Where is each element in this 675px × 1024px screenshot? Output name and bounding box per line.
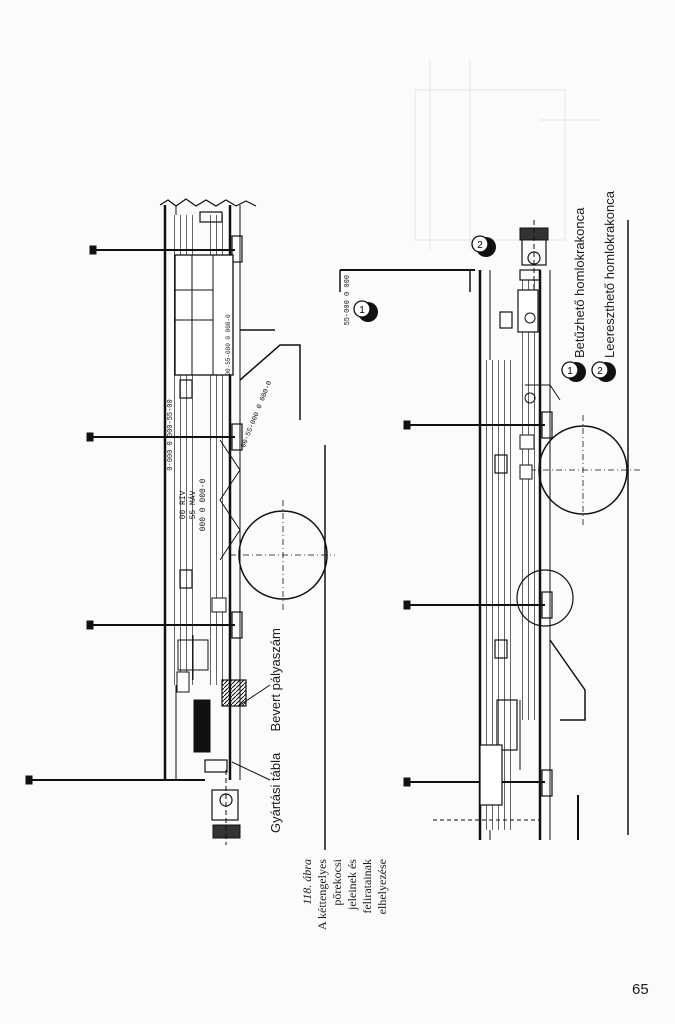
caption-line-3: jeleinek és bbox=[345, 859, 359, 910]
upper-diagonal-number: 00-55-000 0 000-0 bbox=[240, 380, 274, 449]
legend-item-1: Betűzhető homlokrakonca bbox=[572, 207, 587, 358]
upper-riv-line-3: 000 0 000-0 bbox=[199, 478, 208, 531]
manufacturer-plate-label: Gyártási tábla Bevert pályaszám bbox=[268, 628, 283, 833]
caption-number: 118. ábra bbox=[300, 859, 314, 905]
legend-icons: 1 2 1 2 bbox=[353, 235, 616, 382]
manufacturer-plate-text: Gyártási tábla bbox=[268, 752, 283, 833]
legend-bullet-1: 1 bbox=[561, 361, 586, 382]
legend-bullet-1-number: 1 bbox=[567, 366, 573, 377]
legend-icon-2: 2 bbox=[471, 235, 496, 257]
upper-panel-number: 00-55-000 0 000-0 bbox=[225, 314, 232, 376]
stamped-number-text: Bevert pályaszám bbox=[268, 628, 283, 732]
caption-line-4: feliratainak bbox=[360, 859, 374, 914]
upper-wagon-drawing bbox=[25, 198, 335, 850]
legend-bullet-2-number: 2 bbox=[597, 366, 603, 377]
lower-wagon-drawing bbox=[339, 220, 640, 840]
upper-top-number: 0-000 0 000-55-00 bbox=[167, 399, 175, 470]
lower-top-number: 55-000 0 000 bbox=[344, 275, 352, 325]
caption-line-2: pőrekocsi bbox=[330, 859, 344, 906]
legend-icon-1: 1 bbox=[353, 300, 378, 322]
upper-riv-line-1: 00 RIV bbox=[179, 490, 188, 519]
legend-item-2: Leereszthető homlokrakonca bbox=[602, 191, 617, 358]
figure-caption: 118. ábra A kéttengelyes pőrekocsi jelei… bbox=[300, 859, 390, 930]
legend-bullet-2: 2 bbox=[591, 361, 616, 382]
legend-icon-2-number: 2 bbox=[477, 240, 483, 251]
legend-icon-1-number: 1 bbox=[359, 305, 365, 316]
upper-riv-line-2: 55 MÁV bbox=[189, 490, 198, 519]
caption-line-5: elhelyezése bbox=[375, 859, 389, 915]
page-number: 65 bbox=[632, 981, 649, 998]
caption-line-1: A kéttengelyes bbox=[315, 859, 329, 930]
